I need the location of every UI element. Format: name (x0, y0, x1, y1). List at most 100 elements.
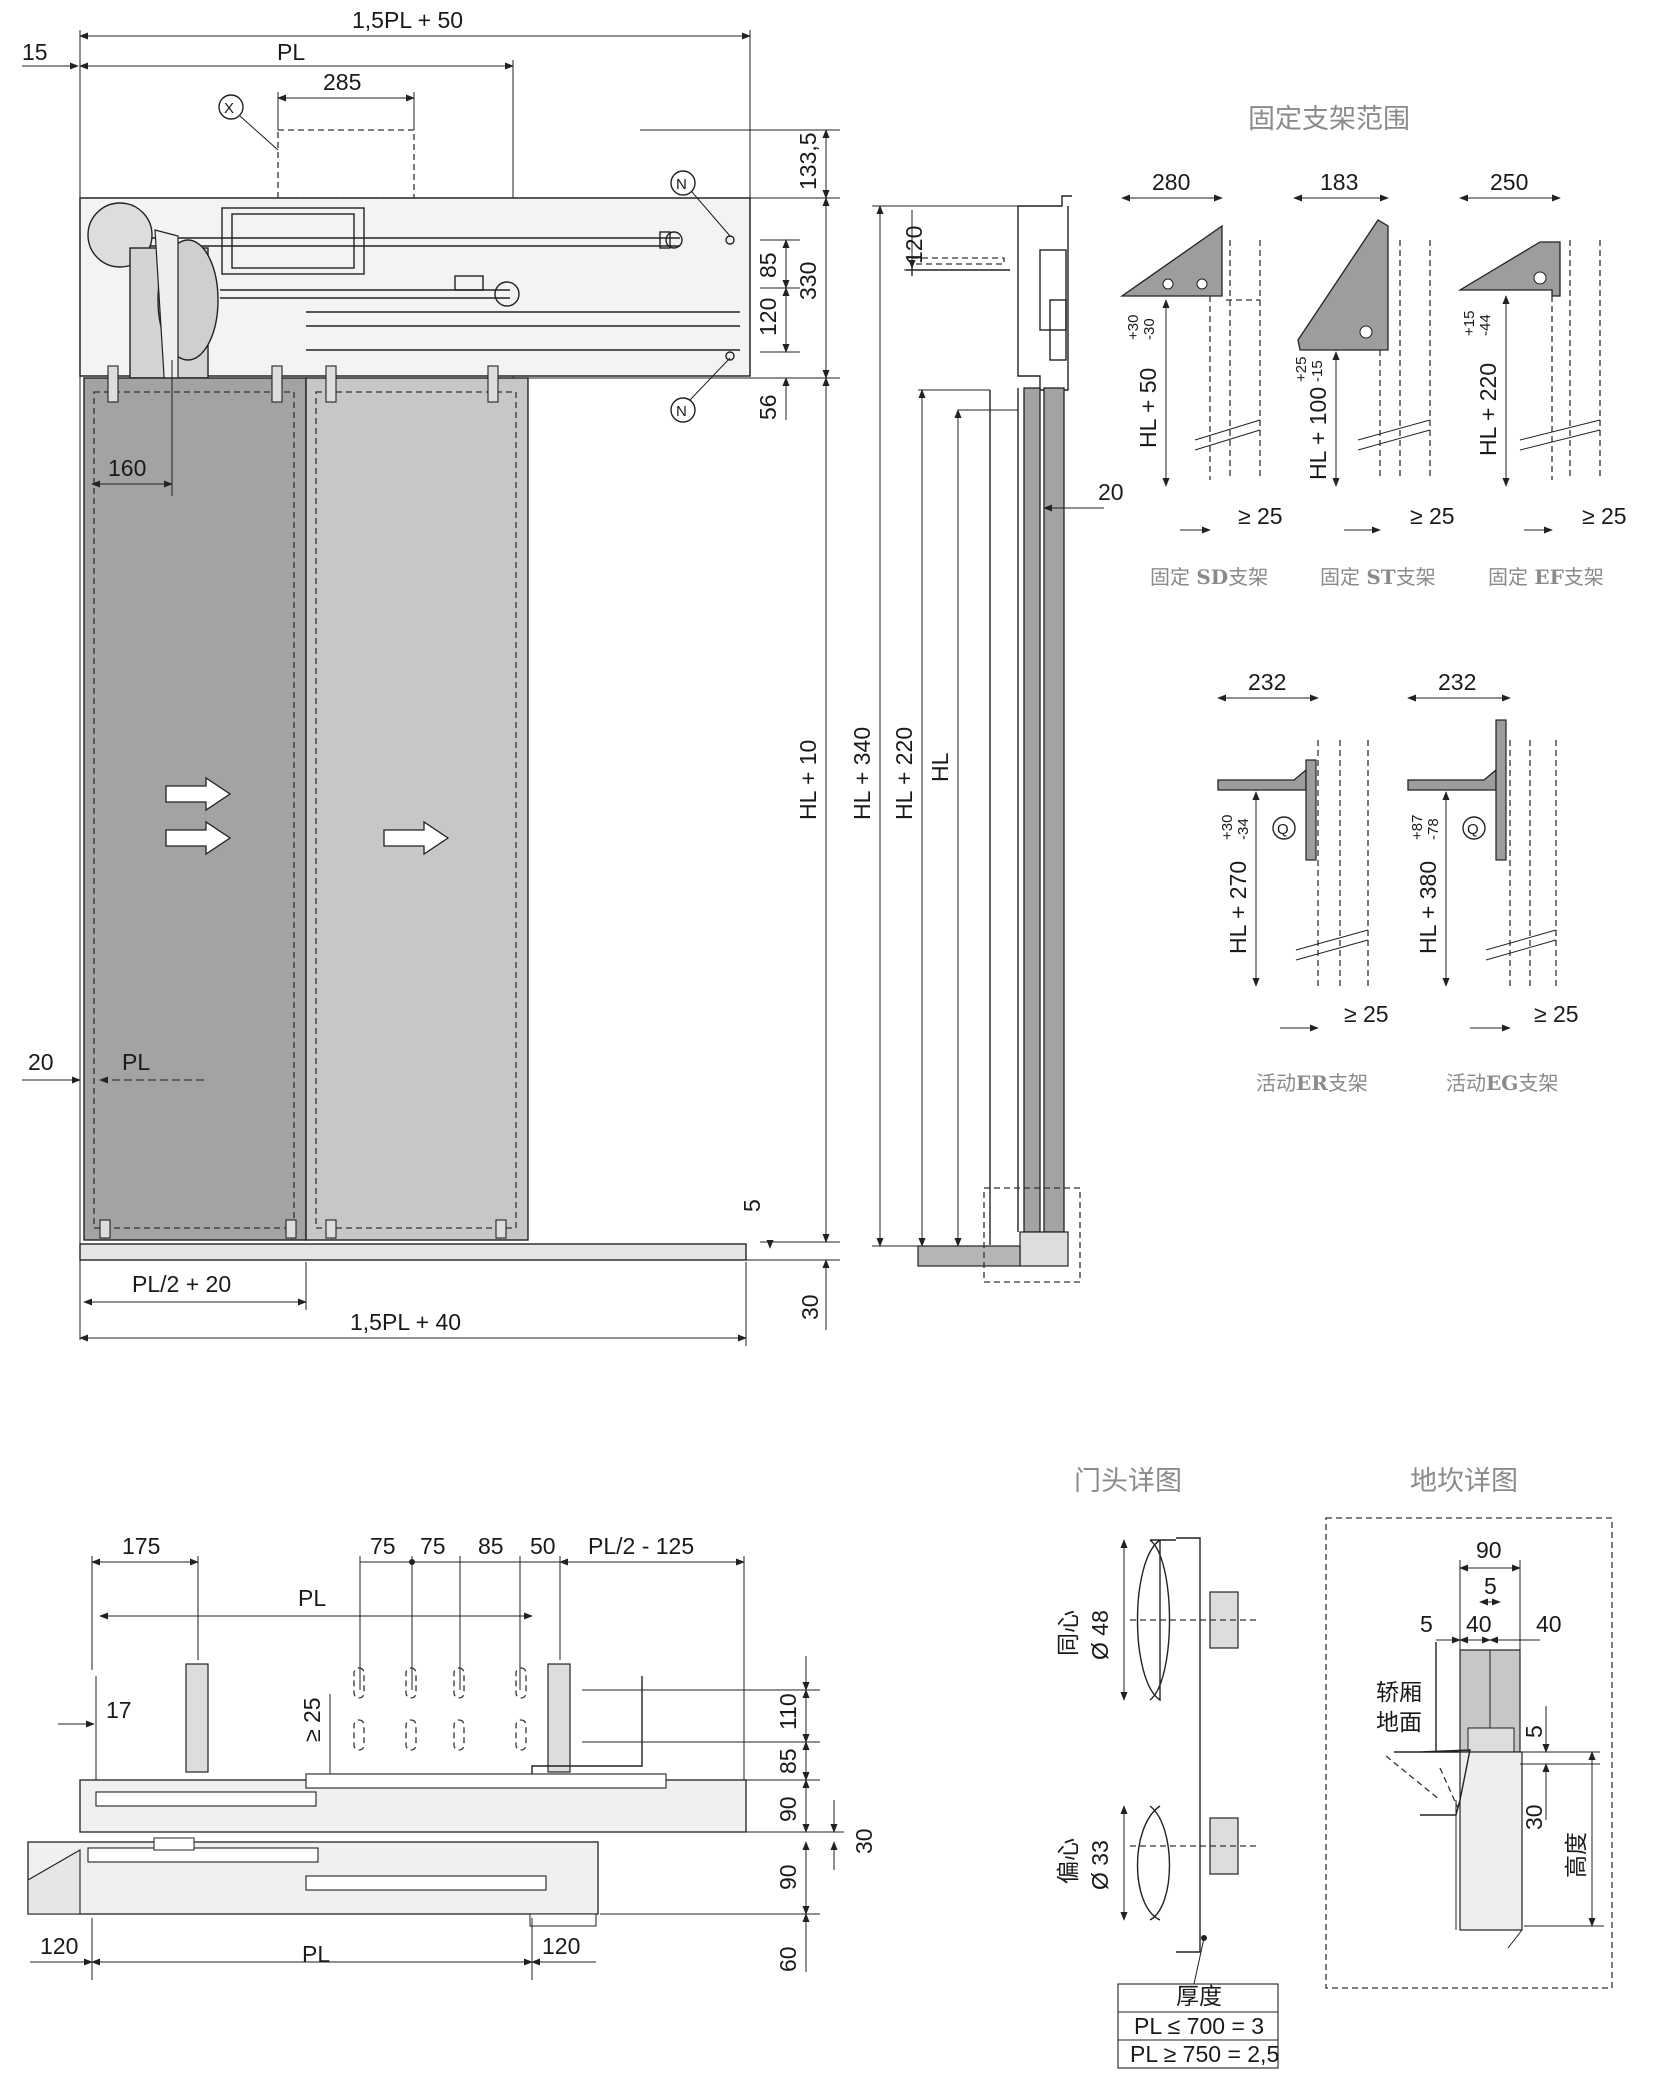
thickness-row-2: PL ≥ 750 = 2,5 (1130, 2041, 1279, 2067)
bracket-sd: 280 +30 -30 HL + 50 ≥ 25 固定 SD支架 (1119, 169, 1283, 589)
door-panel-right (305, 377, 529, 1241)
eccentric-label: 偏心 (1056, 1838, 1082, 1884)
svg-text:90: 90 (1476, 1537, 1502, 1563)
bracket-range: 固定支架范围 280 +30 -30 HL + 50 ≥ 25 固定 SD支架 … (1119, 104, 1627, 1095)
svg-text:5: 5 (1484, 1573, 1497, 1599)
front-view: 1,5PL + 50 15 PL 285 X (22, 7, 840, 1346)
svg-text:HL + 270: HL + 270 (1225, 861, 1251, 954)
svg-text:PL: PL (298, 1585, 326, 1611)
bracket-er: 232 Q +30 -34 HL + 270 ≥ 25 活动ER支架 (1217, 669, 1389, 1095)
direction-arrow-icons (165, 776, 450, 856)
dim-box-width: 285 (323, 69, 361, 95)
dim-hl10: HL + 10 (795, 740, 821, 820)
sill-detail: 地坎详图 90 5 5 40 40 轿厢 地面 5 30 高度 (1325, 1466, 1613, 1989)
door-head-title: 门头详图 (1074, 1466, 1182, 1497)
concentric-label: 同心 (1056, 1610, 1082, 1656)
dim-overall-bottom: 1,5PL + 40 (350, 1309, 461, 1335)
svg-text:+30: +30 (1125, 315, 1142, 340)
concentric-diameter: Ø 48 (1087, 1610, 1113, 1660)
marker-n-bottom: N (676, 403, 687, 420)
dim-pl-top: PL (277, 39, 305, 65)
sill-title: 地坎详图 (1410, 1466, 1518, 1497)
marker-n-top: N (676, 176, 687, 193)
svg-text:≥ 25: ≥ 25 (1582, 503, 1627, 529)
svg-text:60: 60 (775, 1946, 801, 1972)
eccentric-diameter: Ø 33 (1087, 1840, 1113, 1890)
svg-text:75: 75 (420, 1533, 446, 1559)
dim-w-160: 160 (108, 455, 146, 481)
svg-text:85: 85 (478, 1533, 504, 1559)
svg-text:≥ 25: ≥ 25 (1238, 503, 1283, 529)
dim-hl220: HL + 220 (891, 727, 917, 820)
svg-text:40: 40 (1536, 1611, 1562, 1637)
svg-text:-30: -30 (1141, 318, 1158, 340)
dim-h-133: 133,5 (795, 132, 821, 190)
svg-text:75: 75 (370, 1533, 396, 1559)
dim-w-20: 20 (28, 1049, 54, 1075)
svg-text:-34: -34 (1235, 818, 1252, 840)
dim-h-30: 30 (797, 1294, 823, 1320)
svg-text:HL + 380: HL + 380 (1415, 861, 1441, 954)
svg-text:HL + 50: HL + 50 (1135, 368, 1161, 448)
door-head-detail: 门头详图 同心 Ø 48 偏心 Ø 33 厚度 PL ≤ 700 = 3 PL … (1056, 1466, 1279, 2069)
svg-text:-15: -15 (1309, 360, 1326, 382)
side-view: 120 HL + 340 HL + 220 HL 20 (849, 195, 1124, 1283)
svg-text:183: 183 (1320, 169, 1358, 195)
svg-text:≥ 25: ≥ 25 (1534, 1001, 1579, 1027)
thickness-header: 厚度 (1176, 1984, 1222, 2010)
thickness-row-1: PL ≤ 700 = 3 (1134, 2013, 1264, 2039)
svg-text:232: 232 (1248, 669, 1286, 695)
svg-text:+87: +87 (1409, 815, 1426, 840)
marker-x: X (224, 100, 234, 117)
svg-text:90: 90 (775, 1864, 801, 1890)
svg-text:280: 280 (1152, 169, 1190, 195)
bracket-ef: 250 +15 -44 HL + 220 ≥ 25 固定 EF支架 (1457, 169, 1627, 589)
dim-h-120: 120 (755, 298, 781, 336)
svg-text:活动EG支架: 活动EG支架 (1446, 1071, 1558, 1095)
svg-text:Q: Q (1277, 821, 1289, 838)
svg-text:+15: +15 (1461, 311, 1478, 336)
floor-sill (79, 1243, 747, 1261)
top-view: 175 75 75 85 50 PL/2 - 125 PL ≥ 25 (27, 1533, 877, 1980)
dim-h-5: 5 (739, 1199, 765, 1212)
svg-text:5: 5 (1521, 1725, 1547, 1738)
svg-text:活动ER支架: 活动ER支架 (1256, 1071, 1368, 1095)
svg-text:+25: +25 (1293, 357, 1310, 382)
height-label: 高度 (1564, 1832, 1590, 1878)
svg-text:90: 90 (775, 1796, 801, 1822)
svg-text:固定 ST支架: 固定 ST支架 (1320, 565, 1436, 589)
dim-h-56: 56 (755, 394, 781, 420)
svg-text:≥ 25: ≥ 25 (1344, 1001, 1389, 1027)
svg-text:232: 232 (1438, 669, 1476, 695)
svg-text:-44: -44 (1477, 314, 1494, 336)
svg-text:5: 5 (1420, 1611, 1433, 1637)
dim-pl-mid: PL (122, 1049, 150, 1075)
svg-text:-78: -78 (1425, 818, 1442, 840)
svg-text:Q: Q (1467, 821, 1479, 838)
dim-overall-top: 1,5PL + 50 (352, 7, 463, 33)
svg-text:40: 40 (1466, 1611, 1492, 1637)
dim-hl340: HL + 340 (849, 727, 875, 820)
svg-text:17: 17 (106, 1697, 132, 1723)
dim-h-85: 85 (755, 252, 781, 278)
dim-side-w20: 20 (1098, 479, 1124, 505)
svg-text:固定 SD支架: 固定 SD支架 (1150, 565, 1268, 589)
dim-pl-half: PL/2 + 20 (132, 1271, 231, 1297)
dim-h-330: 330 (795, 262, 821, 300)
svg-text:HL + 220: HL + 220 (1475, 363, 1501, 456)
dim-side-120: 120 (901, 226, 927, 264)
svg-text:120: 120 (40, 1933, 78, 1959)
svg-text:≥ 25: ≥ 25 (299, 1697, 325, 1742)
bracket-eg: 232 Q +87 -78 HL + 380 ≥ 25 活动EG支架 (1407, 669, 1579, 1095)
svg-text:HL + 100: HL + 100 (1305, 387, 1331, 480)
svg-text:85: 85 (775, 1748, 801, 1774)
svg-text:≥ 25: ≥ 25 (1410, 503, 1455, 529)
dim-left-offset: 15 (22, 39, 48, 65)
svg-text:110: 110 (775, 1693, 801, 1730)
car-floor-label-1: 轿厢 (1376, 1680, 1422, 1706)
svg-text:175: 175 (122, 1533, 160, 1559)
door-panel-left (83, 377, 307, 1241)
car-floor-label-2: 地面 (1376, 1710, 1422, 1736)
bracket-range-title: 固定支架范围 (1248, 104, 1410, 135)
